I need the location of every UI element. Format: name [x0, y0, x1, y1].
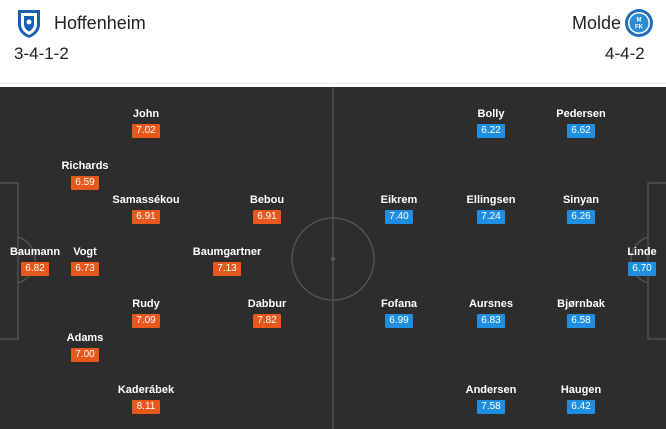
player-rating: 6.26 [567, 210, 595, 224]
player-rating: 7.09 [132, 314, 160, 328]
player-name: John [132, 108, 160, 120]
player-name: Eikrem [380, 194, 418, 206]
player-home-john[interactable]: John 7.02 [111, 108, 181, 138]
player-rating: 7.02 [132, 124, 160, 138]
player-rating: 6.82 [21, 262, 49, 276]
away-team-name: Molde [572, 13, 622, 33]
player-rating: 6.70 [628, 262, 656, 276]
player-name: Sinyan [562, 194, 600, 206]
player-name: Bolly [477, 108, 505, 120]
player-home-adams[interactable]: Adams 7.00 [50, 332, 120, 362]
player-rating: 6.91 [253, 210, 281, 224]
player-away-haugen[interactable]: Haugen 6.42 [546, 384, 616, 414]
player-name: Andersen [465, 384, 517, 396]
player-rating: 7.24 [477, 210, 505, 224]
player-home-dabbur[interactable]: Dabbur 7.82 [232, 298, 302, 328]
player-name: Aursnes [468, 298, 514, 310]
player-name: Samassékou [112, 194, 180, 206]
pitch: John 7.02 Richards 6.59 Samassékou 6.91 … [0, 87, 666, 429]
player-rating: 6.62 [567, 124, 595, 138]
player-home-kaderabek[interactable]: Kaderábek 8.11 [111, 384, 181, 414]
hoffenheim-crest-icon [18, 10, 40, 38]
player-away-sinyan[interactable]: Sinyan 6.26 [546, 194, 616, 224]
player-name: Kaderábek [117, 384, 175, 396]
player-rating: 7.40 [385, 210, 413, 224]
svg-text:FK: FK [635, 25, 644, 31]
player-rating: 6.58 [567, 314, 595, 328]
home-formation: 3-4-1-2 [14, 44, 69, 63]
player-rating: 8.11 [132, 400, 160, 414]
player-rating: 6.99 [385, 314, 413, 328]
player-rating: 7.82 [253, 314, 281, 328]
player-home-baumann[interactable]: Baumann 6.82 [0, 246, 70, 276]
player-home-rudy[interactable]: Rudy 7.09 [111, 298, 181, 328]
player-away-eikrem[interactable]: Eikrem 7.40 [364, 194, 434, 224]
player-home-samassekou[interactable]: Samassékou 6.91 [111, 194, 181, 224]
player-away-ellingsen[interactable]: Ellingsen 7.24 [456, 194, 526, 224]
player-name: Baumgartner [192, 246, 262, 258]
player-name: Bebou [249, 194, 285, 206]
player-away-linde[interactable]: Linde 6.70 [607, 246, 666, 276]
molde-crest-icon: M FK [625, 9, 653, 37]
away-formation: 4-4-2 [605, 44, 645, 63]
player-name: Rudy [132, 298, 160, 310]
player-name: Ellingsen [466, 194, 516, 206]
player-name: Vogt [73, 246, 97, 258]
player-away-bolly[interactable]: Bolly 6.22 [456, 108, 526, 138]
player-name: Baumann [9, 246, 61, 258]
player-home-richards[interactable]: Richards 6.59 [50, 160, 120, 190]
player-rating: 7.58 [477, 400, 505, 414]
player-rating: 7.00 [71, 348, 99, 362]
player-away-bjornbak[interactable]: Bjørnbak 6.58 [546, 298, 616, 328]
player-name: Linde [627, 246, 657, 258]
player-rating: 7.13 [213, 262, 241, 276]
player-name: Pedersen [556, 108, 606, 120]
player-away-andersen[interactable]: Andersen 7.58 [456, 384, 526, 414]
player-away-fofana[interactable]: Fofana 6.99 [364, 298, 434, 328]
header-divider [0, 83, 666, 84]
player-rating: 6.73 [71, 262, 99, 276]
player-name: Dabbur [247, 298, 287, 310]
player-name: Fofana [380, 298, 418, 310]
player-away-pedersen[interactable]: Pedersen 6.62 [546, 108, 616, 138]
player-rating: 6.22 [477, 124, 505, 138]
player-away-aursnes[interactable]: Aursnes 6.83 [456, 298, 526, 328]
player-rating: 6.59 [71, 176, 99, 190]
player-name: Haugen [560, 384, 602, 396]
player-name: Bjørnbak [557, 298, 605, 310]
player-rating: 6.42 [567, 400, 595, 414]
match-header: Hoffenheim 3-4-1-2 M FK Molde 4-4-2 [0, 0, 666, 82]
home-team-name: Hoffenheim [54, 13, 146, 33]
player-rating: 6.91 [132, 210, 160, 224]
player-home-vogt[interactable]: Vogt 6.73 [50, 246, 120, 276]
player-name: Richards [61, 160, 109, 172]
player-rating: 6.83 [477, 314, 505, 328]
pitch-markings [0, 87, 666, 429]
svg-text:M: M [637, 18, 642, 24]
player-name: Adams [66, 332, 104, 344]
player-home-bebou[interactable]: Bebou 6.91 [232, 194, 302, 224]
player-home-baumgartner[interactable]: Baumgartner 7.13 [192, 246, 262, 276]
